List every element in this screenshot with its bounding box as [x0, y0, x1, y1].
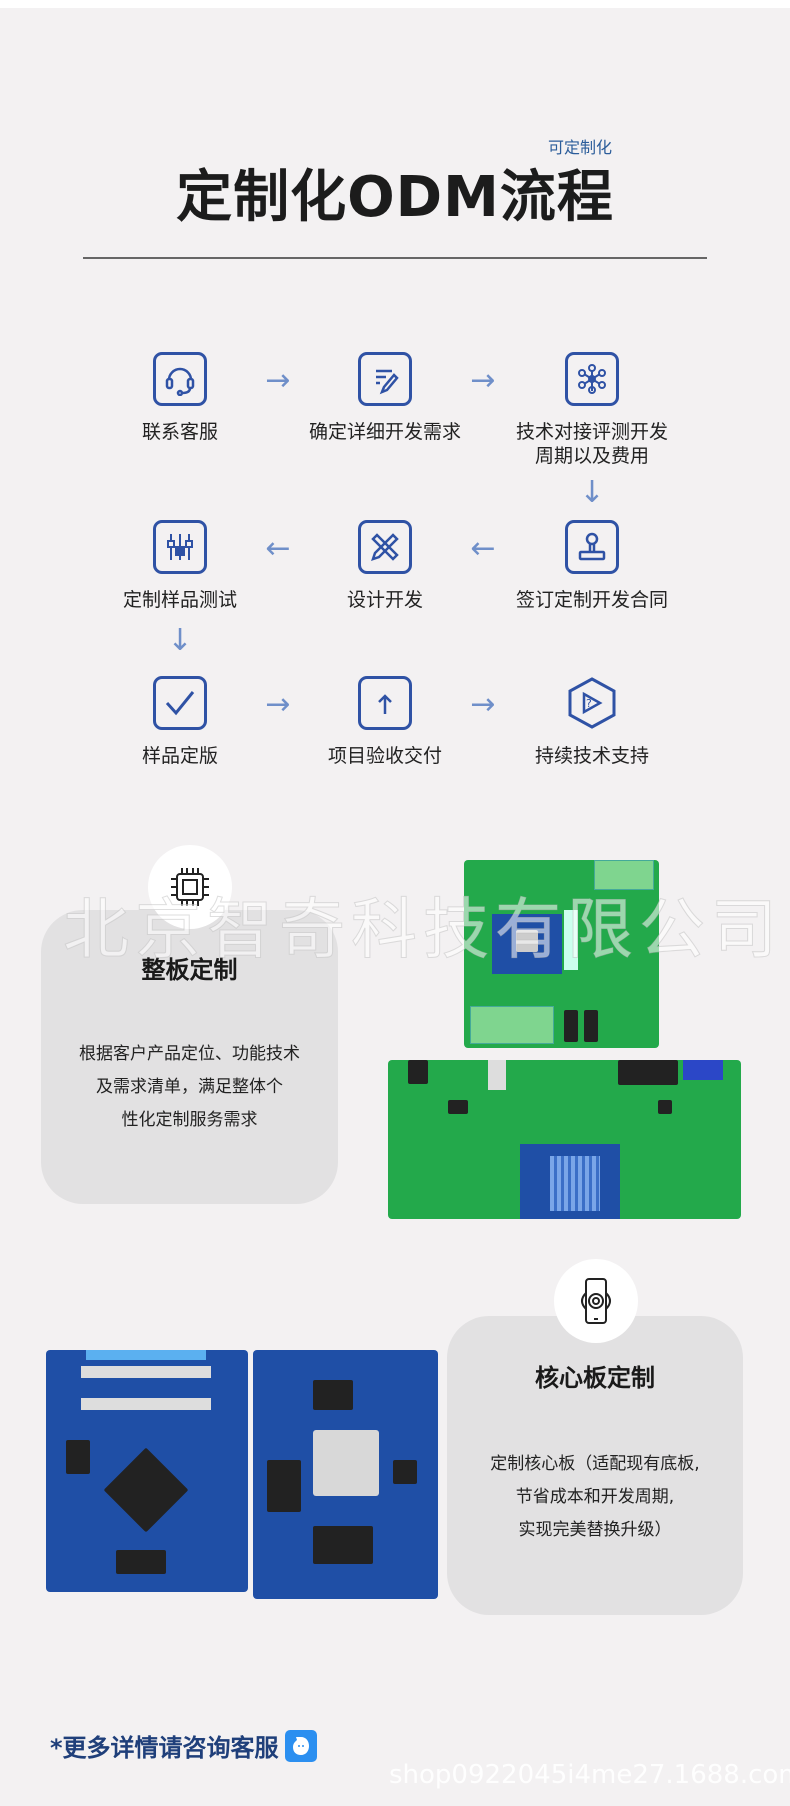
top-strip [0, 0, 790, 8]
arrow-left-icon: ← [265, 531, 291, 566]
core-board-image-2 [253, 1350, 438, 1599]
step-confirm-requirements: 确定详细开发需求 [285, 352, 485, 444]
chat-bubble-icon[interactable] [284, 1729, 317, 1762]
step-acceptance-delivery: 项目验收交付 [285, 676, 485, 768]
network-icon [565, 352, 619, 406]
card-description: 根据客户产品定位、功能技术 及需求清单，满足整体个 性化定制服务需求 [79, 1044, 300, 1130]
step-sign-contract: 签订定制开发合同 [492, 520, 692, 612]
phone-gear-icon [554, 1259, 638, 1343]
arrow-down-icon: ↓ [579, 475, 605, 510]
step-label-line2: 周期以及费用 [534, 445, 649, 467]
folder-upload-icon [358, 676, 412, 730]
company-watermark: 北京智奇科技有限公司 [63, 891, 783, 969]
arrow-down-icon: ↓ [167, 623, 193, 658]
card-description: 定制核心板（适配现有底板, 节省成本和开发周期, 实现完美替换升级） [490, 1454, 700, 1540]
checkmark-icon [153, 676, 207, 730]
arrow-right-icon: → [470, 687, 496, 722]
step-continuous-support: ? 持续技术支持 [492, 676, 692, 768]
card-title: 核心板定制 [535, 1364, 655, 1392]
document-edit-icon [358, 352, 412, 406]
step-technical-evaluation: 技术对接评测开发周期以及费用 [492, 352, 692, 468]
mainboard-image [388, 1060, 741, 1219]
divider [83, 257, 707, 259]
card-title: 整板定制 [141, 956, 238, 984]
ruler-pencil-icon [358, 520, 412, 574]
page-title: 定制化ODM流程 [176, 165, 614, 230]
sliders-icon [153, 520, 207, 574]
core-board-card: 核心板定制 定制核心板（适配现有底板, 节省成本和开发周期, 实现完美替换升级） [447, 1316, 743, 1615]
subtitle: 可定制化 [548, 138, 613, 157]
stamp-icon [565, 520, 619, 574]
arrow-right-icon: → [265, 363, 291, 398]
arrow-right-icon: → [265, 687, 291, 722]
core-board-image-1 [46, 1350, 248, 1592]
headset-icon [153, 352, 207, 406]
step-contact-service: 联系客服 [80, 352, 280, 444]
step-sample-finalization: 样品定版 [80, 676, 280, 768]
arrow-left-icon: ← [470, 531, 496, 566]
footer-contact[interactable]: *更多详情请咨询客服 [50, 1728, 317, 1763]
step-sample-testing: 定制样品测试 [80, 520, 280, 612]
full-board-card: 整板定制 根据客户产品定位、功能技术 及需求清单，满足整体个 性化定制服务需求 [41, 910, 338, 1204]
svg-text:?: ? [586, 697, 592, 710]
carrier-board-image [464, 860, 659, 1048]
step-design-development: 设计开发 [285, 520, 485, 612]
hexagon-help-icon: ? [565, 676, 619, 730]
arrow-right-icon: → [470, 363, 496, 398]
step-label-line1: 技术对接评测开发 [515, 421, 668, 443]
chip-icon [148, 845, 232, 929]
url-watermark: shop0922045i4me27.1688.com [389, 1760, 790, 1790]
